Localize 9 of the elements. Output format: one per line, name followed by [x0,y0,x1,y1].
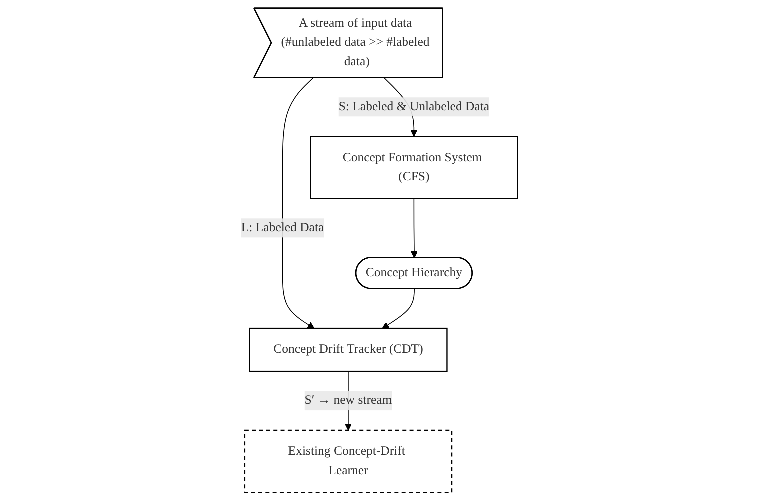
edge-label: S′ → new stream [304,394,392,408]
arrow [282,78,315,329]
node-box: Concept Drift Tracker (CDT) [249,328,448,372]
arrow [382,288,415,329]
node-box: Concept Formation System (CFS) [310,136,518,200]
node-box: Existing Concept-Drift Learner [244,430,453,494]
arrow [410,198,418,258]
edge-label: L: Labeled Data [241,221,324,235]
edge-label: S: Labeled & Unlabeled Data [338,100,490,114]
